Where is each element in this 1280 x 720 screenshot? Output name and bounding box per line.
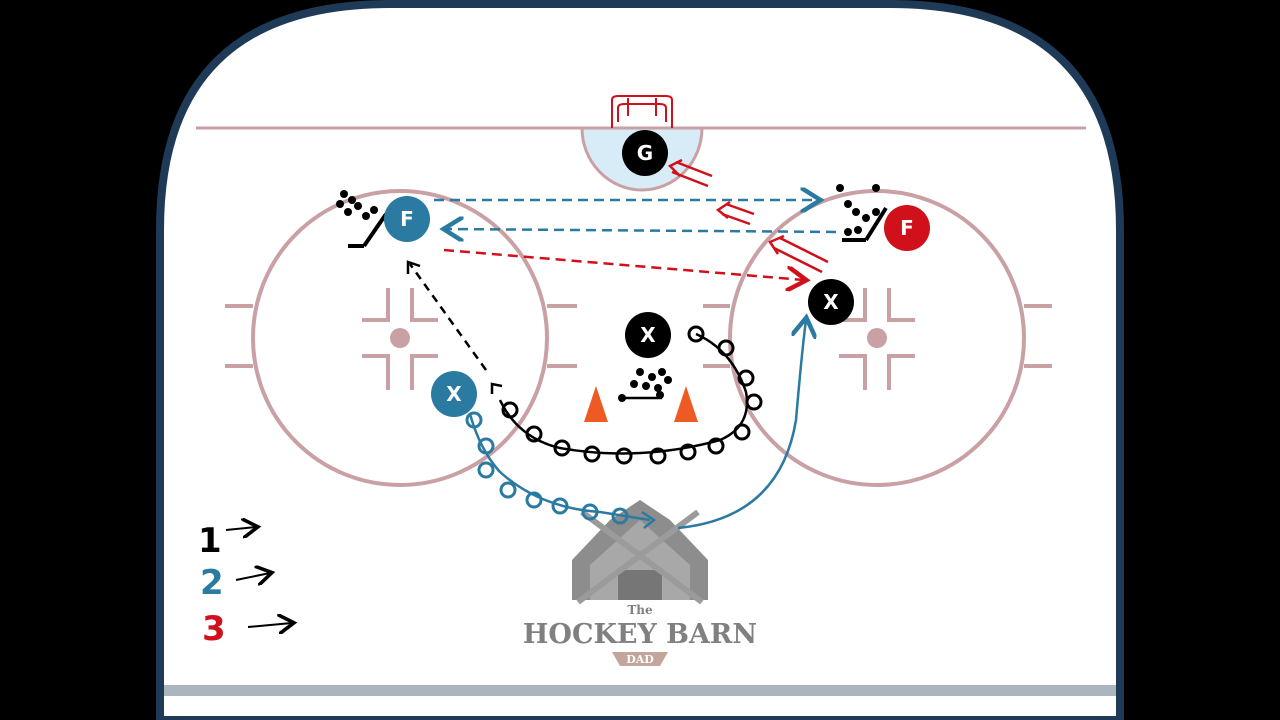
player-forward-right[interactable]: F	[884, 205, 930, 251]
cone-right	[674, 386, 698, 422]
player-x-right[interactable]: X	[808, 279, 854, 325]
legend-arrow-2	[235, 573, 270, 580]
shot-red-3	[768, 234, 829, 274]
faceoff-circle-right	[703, 189, 1052, 487]
x-center-label: X	[640, 323, 656, 347]
skate-loops-black	[501, 325, 763, 465]
stick-left	[348, 212, 388, 248]
legend-arrow-1	[225, 527, 256, 530]
player-x-center[interactable]: X	[625, 312, 671, 358]
skate-path-black	[498, 332, 749, 455]
rink-surface	[156, 0, 1124, 720]
puck-center-end	[618, 394, 626, 402]
pass-blue-return	[446, 229, 837, 232]
skate-path-blue-solid	[677, 320, 806, 530]
legend-label-2: 2	[200, 563, 224, 603]
puck-pile-left	[336, 190, 378, 220]
legend-arrow-3	[247, 623, 292, 627]
player-goalie[interactable]: G	[622, 130, 668, 176]
skate-path-blue-arrow	[641, 510, 657, 529]
forward-right-label: F	[900, 216, 914, 240]
logo-main-text: HOCKEY BARN	[523, 619, 757, 650]
pass-black-head	[406, 260, 421, 274]
faceoff-circle-left	[225, 189, 577, 487]
legend-label-3: 3	[202, 609, 226, 649]
legend: 1 2 3	[198, 521, 292, 649]
logo-small-text: The	[627, 603, 653, 617]
pass-red	[443, 248, 804, 280]
x-left-label: X	[446, 382, 462, 406]
cone-left	[584, 386, 608, 422]
legend-label-1: 1	[198, 521, 222, 561]
puck-pile-right	[836, 184, 880, 236]
logo-tag-text: DAD	[626, 653, 654, 666]
player-forward-left[interactable]: F	[384, 196, 430, 242]
shot-red-1	[667, 158, 713, 188]
skate-loops-blue	[465, 411, 629, 525]
goalie-label: G	[637, 141, 653, 165]
goal-net	[611, 95, 673, 128]
hockey-barn-logo: The HOCKEY BARN DAD	[523, 490, 757, 668]
skate-path-blue	[468, 413, 651, 522]
x-right-label: X	[823, 290, 839, 314]
center-line-band	[164, 685, 1116, 696]
forward-left-label: F	[400, 207, 414, 231]
stick-right	[842, 206, 888, 242]
black-skate-start-mark	[490, 382, 503, 394]
player-x-left[interactable]: X	[431, 371, 477, 417]
shot-red-2	[715, 200, 755, 226]
pass-black	[408, 263, 488, 371]
